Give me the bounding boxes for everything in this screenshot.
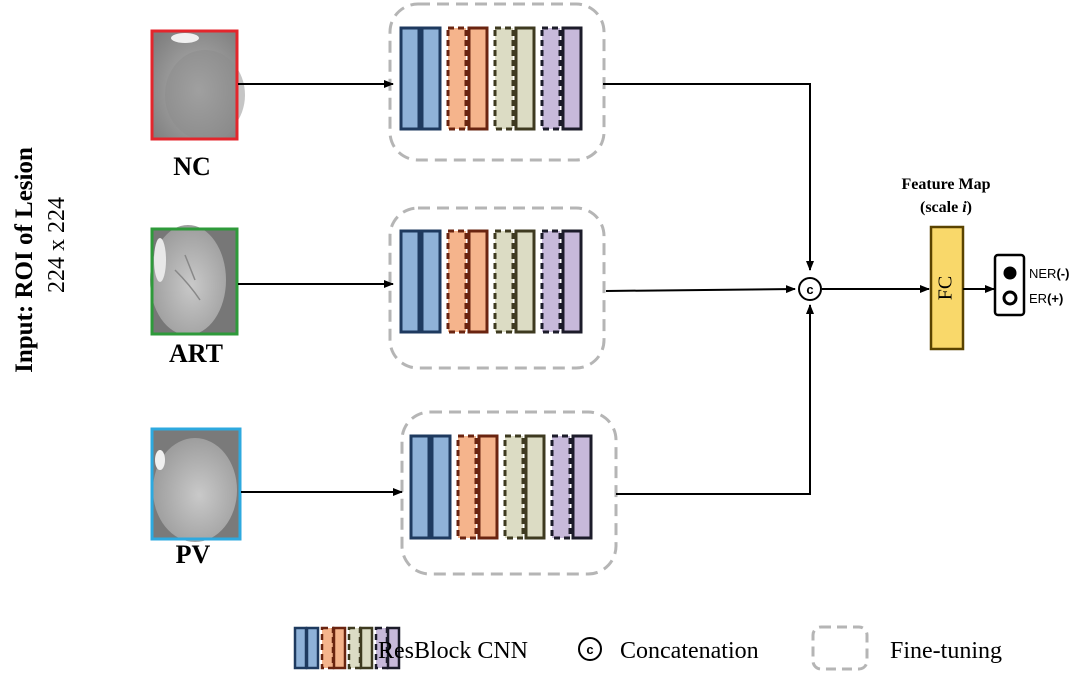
output-box <box>993 253 1026 317</box>
resblock-bar <box>503 434 525 540</box>
legend-finetune-label: Fine-tuning <box>890 638 1002 664</box>
resblock-bar <box>320 626 335 670</box>
legend-finetune-swatch <box>811 625 869 671</box>
resblock-bar <box>430 434 452 540</box>
resblock-bar <box>540 26 562 131</box>
resblock-bar <box>399 229 421 334</box>
resblock-bar <box>514 26 536 131</box>
arrow-art-to-concat <box>605 285 796 294</box>
resblock-bar <box>467 229 489 334</box>
feature-map-title: Feature Map <box>901 176 990 193</box>
feature-map-scale: (scale i) <box>920 199 972 216</box>
resblock-bar <box>467 26 489 131</box>
resblock-bar <box>456 434 478 540</box>
resblock-bar <box>420 26 442 131</box>
resblock-bar <box>524 434 546 540</box>
resblock-bar <box>332 626 347 670</box>
arrow-nc-to-concat <box>603 83 814 271</box>
phase-label-pv: PV <box>176 540 211 569</box>
resblock-bar <box>446 229 468 334</box>
input-image-pv <box>150 427 242 542</box>
resblock-bar <box>359 626 374 670</box>
output-ner-label: NER(-) <box>1029 266 1069 281</box>
resblock-bar <box>420 229 442 334</box>
output-er-node-icon <box>1002 290 1018 306</box>
legend-concat-label: Concatenation <box>620 638 759 664</box>
resblock-bar <box>561 229 583 334</box>
input-label-title: Input: ROI of Lesion <box>11 147 38 373</box>
resblock-bar <box>347 626 362 670</box>
resblock-bar <box>514 229 536 334</box>
concatenation-node: c <box>798 277 822 301</box>
pv-image-border <box>150 427 242 541</box>
resblock-bar <box>399 26 421 131</box>
resblock-bar <box>386 626 401 670</box>
resblock-bar <box>540 229 562 334</box>
resblock-stack-nc <box>399 26 583 131</box>
resblock-bar <box>561 26 583 131</box>
concat-circle-icon <box>798 277 822 301</box>
arrow-pv-to-concat <box>616 304 814 495</box>
output-ner-node-icon <box>1003 266 1017 280</box>
resblock-bar <box>446 26 468 131</box>
resblock-stack-art <box>399 229 583 334</box>
input-label: Input: ROI of Lesion 224 x 224 <box>11 147 70 373</box>
art-image-border <box>150 227 239 336</box>
resblock-bar <box>493 26 515 131</box>
legend-resblock-swatch <box>293 626 401 670</box>
resblock-bar <box>571 434 593 540</box>
resblock-bar <box>409 434 431 540</box>
resblock-stack-pv <box>409 434 593 540</box>
phase-label-art: ART <box>169 339 223 368</box>
input-label-size: 224 x 224 <box>44 197 70 293</box>
legend-concat-symbol: c <box>586 642 593 657</box>
legend-resblock-label: ResBlock CNN <box>378 638 528 664</box>
fc-layer: FC <box>929 225 965 351</box>
resblock-bar <box>305 626 320 670</box>
phase-label-nc: NC <box>173 152 211 181</box>
resblock-bar <box>493 229 515 334</box>
resblock-bar <box>477 434 499 540</box>
finetune-box-art <box>388 206 606 370</box>
resblock-bar <box>293 626 308 670</box>
legend: ResBlock CNN c Concatenation Fine-tuning <box>293 625 1002 671</box>
output-layer: NER(-) ER(+) <box>993 253 1069 317</box>
resblock-bar <box>550 434 572 540</box>
legend-concat-icon <box>578 637 602 661</box>
concat-symbol: c <box>806 282 813 297</box>
input-image-nc <box>150 29 245 141</box>
nc-image-border <box>150 29 239 141</box>
fc-label: FC <box>935 276 957 300</box>
output-er-label: ER(+) <box>1029 291 1063 306</box>
input-image-art <box>150 225 239 336</box>
fc-block <box>929 225 965 351</box>
